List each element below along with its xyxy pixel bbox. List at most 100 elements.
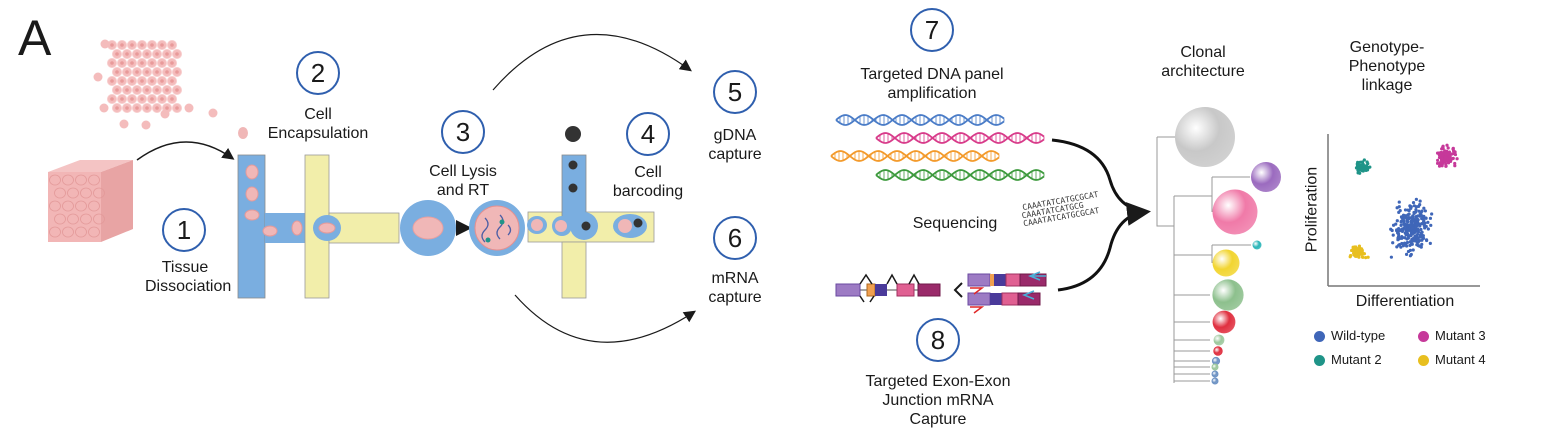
scatter-point bbox=[1356, 163, 1360, 167]
sequencing-label: Sequencing bbox=[912, 215, 998, 232]
cell-nucleus bbox=[130, 79, 134, 83]
scatter-point bbox=[1389, 255, 1393, 259]
step-6-badge: 6 bbox=[713, 216, 757, 260]
scatter-point bbox=[1395, 206, 1399, 210]
scatter-point bbox=[1406, 215, 1410, 220]
scatter-point bbox=[1410, 226, 1415, 230]
scatter-point bbox=[1402, 241, 1407, 245]
cell-nucleus bbox=[110, 61, 114, 65]
scatter-point bbox=[1404, 252, 1409, 256]
scatter-point bbox=[1424, 216, 1428, 220]
cell-nucleus bbox=[155, 106, 159, 110]
clone-node bbox=[1211, 363, 1219, 371]
cell-icon bbox=[184, 103, 194, 113]
dna-strands-icon bbox=[830, 114, 1045, 181]
tissue-cell bbox=[75, 226, 87, 238]
scatter-point bbox=[1358, 248, 1363, 252]
cell-nucleus bbox=[170, 43, 174, 47]
scatter-point bbox=[1420, 238, 1424, 242]
scatter-point bbox=[1391, 241, 1395, 245]
clonal-tree bbox=[1156, 107, 1281, 385]
scatter-point bbox=[1356, 248, 1360, 252]
scatter-point bbox=[1437, 151, 1441, 155]
cell-nucleus bbox=[150, 61, 154, 65]
scatter-point bbox=[1348, 255, 1352, 259]
label-line: capture bbox=[708, 146, 762, 163]
scatter-point bbox=[1452, 149, 1456, 153]
scatter-point bbox=[1436, 158, 1440, 162]
arrow-to-gdna-icon bbox=[492, 33, 692, 91]
step-3-label: Cell Lysis and RT bbox=[413, 162, 513, 200]
cell-icon bbox=[119, 119, 129, 129]
dna-backbone bbox=[835, 114, 1005, 126]
scatter-point bbox=[1426, 220, 1430, 224]
cell-nucleus bbox=[140, 43, 144, 47]
dna-backbone bbox=[875, 169, 1045, 181]
genotype-phenotype-title: Genotype- Phenotype linkage bbox=[1332, 38, 1442, 95]
tree-branch bbox=[1156, 136, 1176, 227]
scatter-point bbox=[1423, 209, 1427, 213]
scatter-point bbox=[1414, 215, 1418, 219]
series-mutant-2 bbox=[1354, 158, 1372, 175]
scatter-point bbox=[1417, 209, 1421, 213]
label-line: Genotype- bbox=[1349, 39, 1425, 56]
scatter-point bbox=[1420, 242, 1424, 246]
cell-nucleus bbox=[125, 88, 129, 92]
dissociated-cells-icon bbox=[93, 39, 218, 130]
legend-label: Mutant 4 bbox=[1435, 352, 1486, 367]
scatter-point bbox=[1444, 164, 1448, 168]
scatter-point bbox=[1399, 219, 1403, 224]
scatter-point bbox=[1405, 240, 1410, 245]
cell-nucleus bbox=[120, 43, 124, 47]
label-line: Cell bbox=[634, 164, 662, 181]
cell-nucleus bbox=[150, 43, 154, 47]
scatter-point bbox=[1453, 164, 1457, 168]
scatter-point bbox=[1429, 223, 1433, 227]
label-line: mRNA bbox=[711, 270, 759, 287]
cell-icon bbox=[93, 72, 103, 82]
legend-item-mutant-2: Mutant 2 bbox=[1314, 352, 1382, 368]
clone-node bbox=[1211, 377, 1219, 385]
tissue-cell bbox=[62, 226, 74, 238]
tissue-cell bbox=[75, 174, 87, 186]
cell-nucleus bbox=[140, 97, 144, 101]
label-line: barcoding bbox=[612, 183, 684, 200]
scatter-point bbox=[1421, 216, 1425, 220]
cell-nucleus bbox=[165, 88, 169, 92]
cell-nucleus bbox=[150, 79, 154, 83]
step-4-label: Cell barcoding bbox=[608, 163, 688, 201]
mrna-exons-icon bbox=[835, 271, 1047, 314]
cell-nucleus bbox=[160, 97, 164, 101]
scatter-point bbox=[1443, 155, 1448, 160]
scatter-point bbox=[1444, 162, 1448, 166]
scatter-point bbox=[1409, 206, 1413, 210]
cell-nucleus bbox=[155, 88, 159, 92]
scatter-point bbox=[1401, 244, 1406, 248]
legend-item-mutant-3: Mutant 3 bbox=[1418, 328, 1486, 344]
label-line: Targeted DNA panel bbox=[860, 66, 1004, 83]
scatter-point bbox=[1413, 219, 1417, 224]
cell-nucleus bbox=[130, 97, 134, 101]
scatter-point bbox=[1360, 164, 1364, 168]
legend-dot-icon bbox=[1314, 330, 1325, 342]
scatter-point bbox=[1428, 241, 1432, 245]
legend-dot-icon bbox=[1418, 354, 1429, 366]
dna-backbone bbox=[875, 132, 1045, 144]
cell-nucleus bbox=[115, 88, 119, 92]
scatter-point bbox=[1414, 205, 1419, 209]
scatter-point bbox=[1422, 206, 1426, 210]
tissue-cube-icon bbox=[48, 160, 133, 242]
label-line: Clonal bbox=[1180, 44, 1226, 61]
dna-backbone bbox=[875, 132, 1045, 144]
legend-label: Mutant 2 bbox=[1331, 352, 1382, 367]
cell-nucleus bbox=[175, 106, 179, 110]
scatter-point bbox=[1395, 219, 1399, 223]
scatter-point bbox=[1437, 164, 1442, 168]
label-line: and RT bbox=[436, 182, 490, 199]
scatter-point bbox=[1445, 143, 1449, 147]
scatter-point bbox=[1455, 157, 1459, 161]
tree-branch bbox=[1174, 244, 1251, 263]
cell-nucleus bbox=[145, 106, 149, 110]
scatter-point bbox=[1365, 167, 1370, 171]
